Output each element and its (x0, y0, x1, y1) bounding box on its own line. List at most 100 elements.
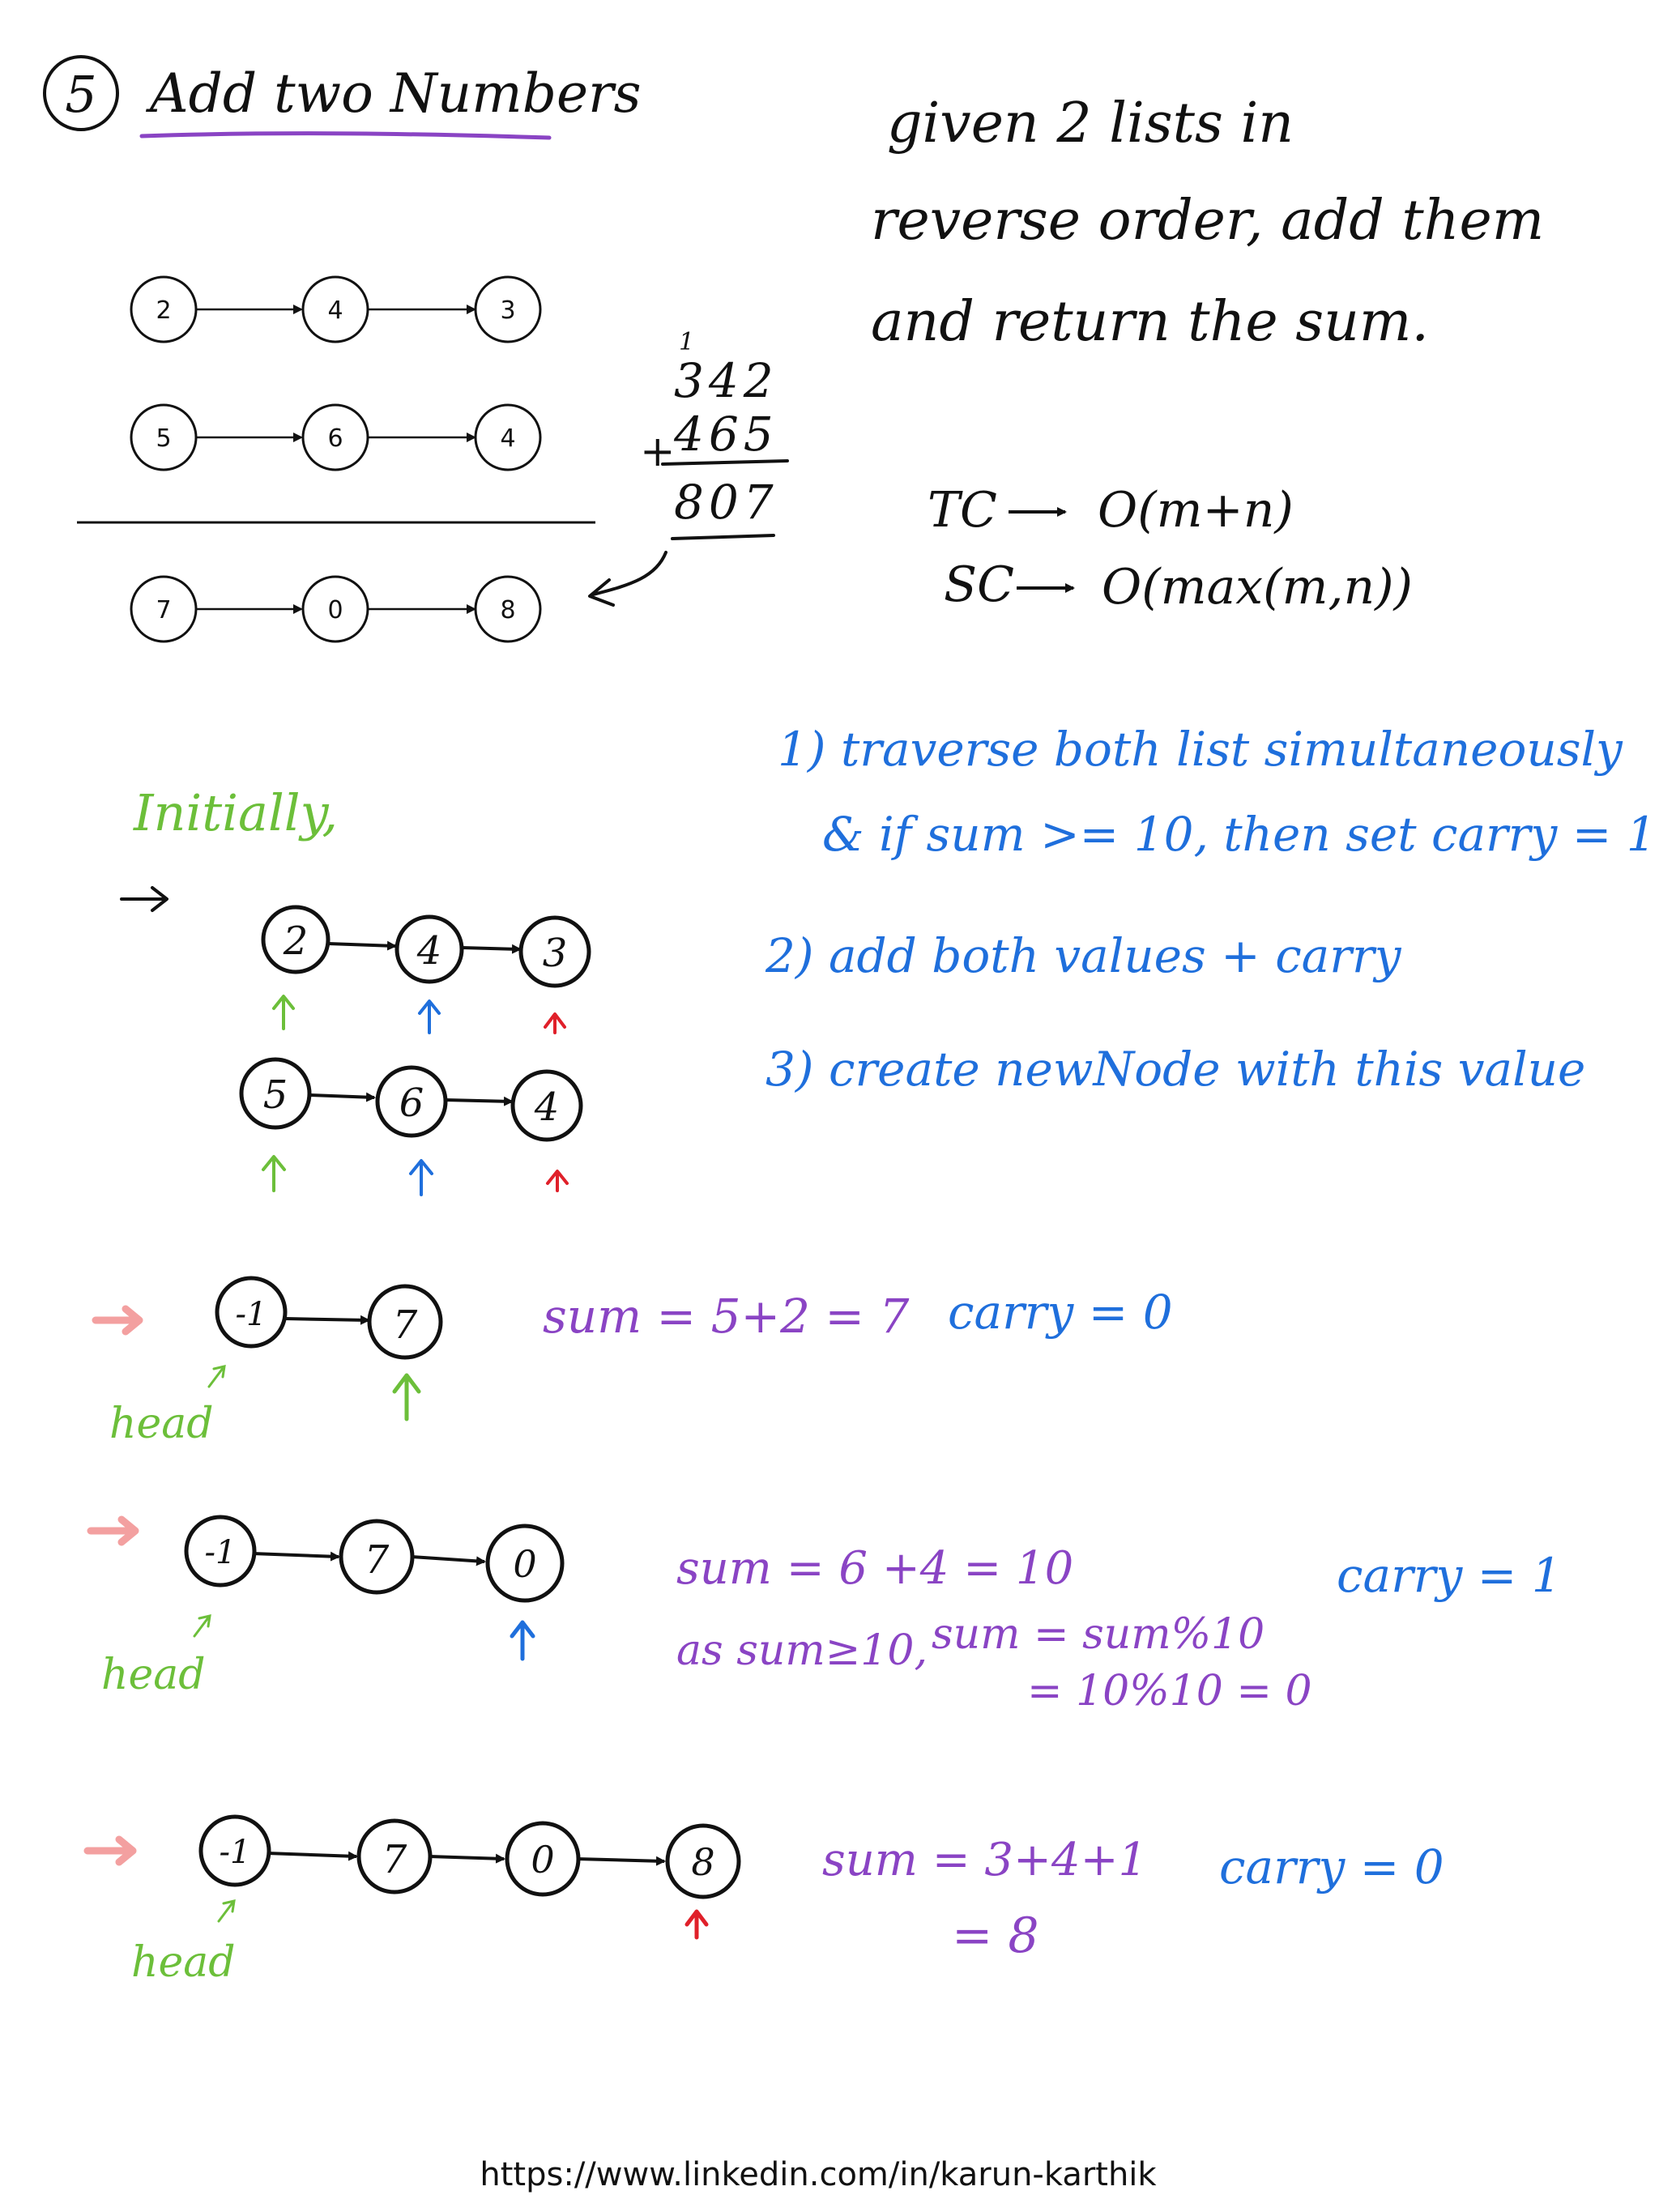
step-marker-arrow-icon (83, 1835, 137, 1866)
result-pointer-arrowhead (588, 578, 615, 607)
tc-value: O(m+n) (1098, 482, 1294, 539)
list-node (130, 403, 198, 471)
condition-text: as sum≥10, (676, 1626, 928, 1675)
title-block: 5 Add two Numbers (43, 55, 641, 140)
description-line-1: given 2 lists in (887, 92, 1294, 156)
step-1: 1) traverse both list simultaneously (778, 722, 1623, 777)
step-marker-arrow-icon (92, 1305, 143, 1336)
sum-text: sum = 5+2 = 7 (543, 1289, 909, 1344)
arrow (252, 1551, 340, 1562)
iteration-3: -1 7 0 8 head sum = 3+4+1 = 8 carry = 0 (83, 1814, 1444, 1987)
list-node (505, 1821, 581, 1897)
list-node (184, 1515, 257, 1588)
list-node (130, 575, 198, 643)
list-node (394, 914, 464, 984)
node-value: 6 (327, 424, 343, 453)
arrow (411, 1555, 486, 1566)
step-2: 2) add both values + carry (765, 928, 1402, 983)
mod-text: sum = sum%10 (932, 1610, 1265, 1659)
node-value: 4 (534, 1085, 560, 1130)
node-value: 4 (327, 296, 343, 325)
title-underline (139, 131, 552, 140)
arrow (445, 1096, 514, 1106)
node-value: 7 (382, 1837, 407, 1882)
list-node (510, 1069, 583, 1142)
problem-description: given 2 lists in reverse order, add them… (871, 92, 1544, 354)
list-node (339, 1519, 415, 1595)
algorithm-steps: 1) traverse both list simultaneously & i… (765, 722, 1657, 1097)
carry-text: carry = 1 (1337, 1548, 1562, 1603)
carry-text: carry = 0 (948, 1285, 1173, 1340)
addend-bottom: 465 (673, 407, 778, 462)
node-value: 7 (365, 1537, 390, 1583)
up-arrow-icon (262, 1155, 286, 1192)
node-value: 5 (263, 1072, 288, 1118)
node-value: 0 (513, 1542, 536, 1586)
title-number: 5 (65, 65, 96, 124)
arrow (284, 1315, 370, 1325)
node-value: 4 (500, 424, 515, 453)
node-value: 8 (500, 596, 515, 624)
node-value: 2 (156, 296, 171, 325)
pointer-arrows-row-1 (272, 995, 566, 1034)
sum-result: = 8 (952, 1907, 1039, 1964)
node-value: 3 (543, 931, 568, 976)
iteration-2: -1 7 0 head sum = 6 +4 = 10 as sum≥10, s… (87, 1515, 1562, 1715)
result-underline (671, 534, 775, 540)
list-node (130, 275, 198, 343)
list-node (518, 915, 591, 988)
arrow (576, 1856, 666, 1866)
head-label: head (131, 1938, 236, 1987)
result-pointer-arrow (591, 551, 667, 596)
sc-value: O(max(m,n)) (1102, 559, 1413, 616)
initially-label: Initially, (133, 783, 338, 842)
initial-state: Initially, 2 4 3 5 6 4 (120, 783, 591, 1196)
node-value: 7 (393, 1302, 418, 1348)
node-value: -1 (220, 1834, 251, 1871)
arrow (429, 1853, 505, 1864)
node-value: 2 (283, 918, 309, 964)
up-arrow-icon (272, 995, 295, 1030)
iteration-1: -1 7 head sum = 5+2 = 7 carry = 0 (92, 1276, 1173, 1448)
list-node (356, 1818, 433, 1894)
head-pointer-icon (217, 1899, 236, 1923)
sum-text: sum = 6 +4 = 10 (676, 1542, 1073, 1595)
node-value: 0 (531, 1838, 554, 1882)
node-value: -1 (205, 1534, 237, 1571)
tc-label: TC (928, 482, 997, 539)
carry-text: carry = 0 (1219, 1839, 1444, 1894)
head-label: head (109, 1400, 214, 1448)
title-number-circle (43, 55, 119, 131)
node-value: 5 (156, 424, 171, 453)
head-pointer-icon (207, 1365, 226, 1388)
node-value: 8 (691, 1840, 714, 1884)
list-node (198, 1814, 271, 1887)
list-node (367, 1284, 443, 1360)
up-arrow-icon (510, 1620, 535, 1661)
description-line-2: reverse order, add them (871, 189, 1544, 253)
up-arrow-icon (684, 1909, 709, 1940)
step-marker-arrow-icon (87, 1515, 139, 1546)
head-label: head (101, 1651, 206, 1699)
up-arrow-icon (546, 1170, 569, 1192)
sum-text: sum = 3+4+1 (822, 1834, 1147, 1886)
list-node (474, 275, 542, 343)
arrow (309, 1092, 376, 1102)
node-value: 7 (156, 596, 171, 624)
arrow (461, 944, 522, 954)
list-node (301, 275, 369, 343)
addition-result: 807 (674, 475, 778, 530)
head-pointer-icon (193, 1614, 211, 1638)
list-node (301, 403, 369, 471)
up-arrow-icon (544, 1012, 566, 1034)
plus-sign: + (640, 428, 676, 476)
list-node (301, 575, 369, 643)
arrow (267, 1851, 358, 1861)
up-arrow-icon (418, 999, 441, 1034)
footer-url[interactable]: https://www.linkedin.com/in/karun-karthi… (480, 2156, 1157, 2193)
addend-top: 342 (674, 353, 778, 408)
description-line-3: and return the sum. (871, 290, 1429, 354)
step-1-continued: & if sum >= 10, then set carry = 1 (822, 807, 1657, 862)
complexity-block: TC O(m+n) SC O(max(m,n)) (928, 482, 1413, 616)
